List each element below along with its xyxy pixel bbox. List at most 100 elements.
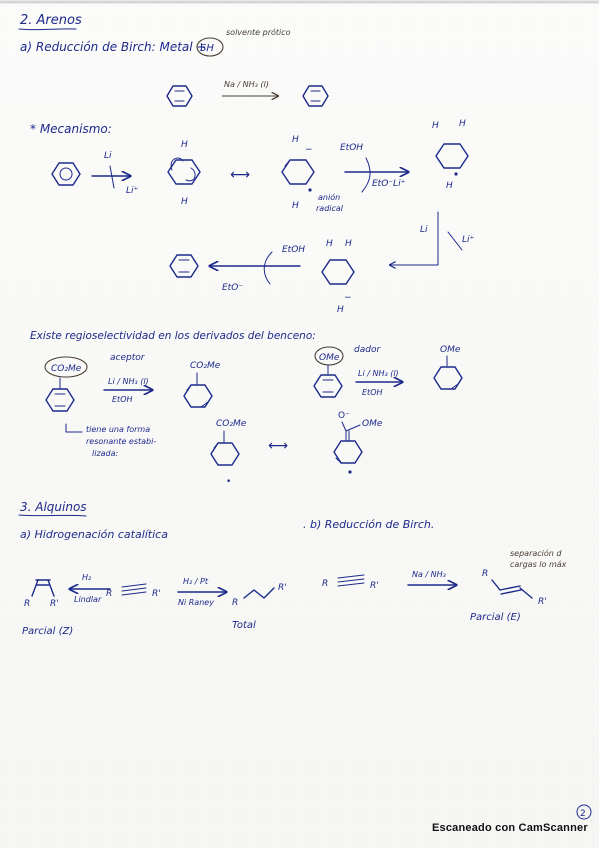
h-top-1: H	[181, 140, 188, 150]
ester-radical-anion: CO₂Me •	[210, 419, 247, 487]
h-top-3a: H	[432, 121, 439, 131]
birch-alkyne: R R'	[322, 574, 379, 591]
radical-anion-note-1: anión	[318, 192, 340, 202]
lindlar-catalyst: Lindlar	[74, 595, 102, 604]
e-r: R	[482, 569, 488, 579]
proton-source-note: solvente prótico	[226, 27, 291, 37]
acceptor-etoh: EtOH	[112, 395, 133, 404]
resonance-note-1: tiene una forma	[86, 425, 150, 434]
heading-arenos: 2. Arenos	[20, 13, 82, 28]
acceptor-group-2: CO₂Me	[190, 361, 221, 371]
acceptor-reactant: CO₂Me	[44, 356, 88, 412]
e-r-prime: R'	[538, 597, 547, 607]
radical-dot-3	[348, 470, 352, 474]
ni-raney: Ni Raney	[178, 598, 214, 607]
birch-alkyne-r: R	[322, 579, 328, 589]
resonance-note-3: lizada:	[92, 449, 119, 458]
donor-etoh: EtOH	[362, 388, 383, 397]
ester-enolate-form: O⁻ OMe	[333, 411, 383, 474]
h-top-4a: H	[326, 239, 333, 249]
mechanism-benzene	[51, 162, 81, 186]
alkane-r: R	[232, 598, 238, 608]
hydrogenation-title: a) Hidrogenación catalítica	[20, 528, 168, 541]
note-hook	[65, 423, 83, 433]
birch-alkyne-title: . b) Reducción de Birch.	[303, 518, 434, 531]
z-alkene: R R'	[24, 579, 59, 609]
etoh-2: EtOH	[282, 245, 305, 255]
etoli-1: EtO⁻Li⁺	[372, 179, 406, 189]
h-bottom-2: H	[292, 201, 299, 211]
e-alkene: R R'	[482, 569, 547, 607]
minus-charge-3: •	[226, 477, 231, 487]
ester-ome: OMe	[362, 419, 383, 429]
acceptor-note: aceptor	[110, 353, 146, 363]
li-plus-2: Li⁺	[462, 235, 475, 245]
eto-minus: EtO⁻	[222, 283, 243, 293]
alkyne-r-prime: R'	[152, 589, 161, 599]
total-label: Total	[232, 620, 256, 631]
page-number-circle	[576, 804, 592, 820]
mechanism-label: * Mecanismo:	[30, 122, 112, 136]
heading-underline	[18, 28, 77, 31]
final-cyclohexadiene	[169, 254, 199, 278]
charge-note-2: cargas lo máx	[510, 560, 567, 569]
proton-source: SH	[200, 43, 214, 54]
radical-anion-intermediate: H H	[167, 140, 201, 207]
mechanism-arrow-1-tick	[109, 165, 115, 189]
acceptor-product: CO₂Me	[183, 361, 221, 408]
radical-anion-note-2: radical	[316, 204, 344, 213]
minus-charge: −	[305, 145, 313, 155]
partial-z-label: Parcial (Z)	[22, 626, 73, 637]
h-bottom-1: H	[181, 197, 188, 207]
anion-radical-structure: H H −	[281, 135, 315, 211]
heading-underline-2	[18, 514, 87, 517]
final-protonation-curl	[263, 251, 273, 285]
donor-group-2: OMe	[440, 345, 461, 355]
resonance-arrow-2: ⟷	[268, 438, 288, 454]
h-bottom-4: H	[337, 305, 344, 315]
alkane-r-prime: R'	[278, 583, 287, 593]
return-arrow	[390, 211, 439, 265]
resonance-arrow-1: ⟷	[230, 167, 250, 183]
partial-e-label: Parcial (E)	[470, 612, 521, 623]
h-top-3b: H	[459, 119, 466, 129]
li-label-2: Li	[420, 225, 428, 235]
cyclohexadienyl-anion: H H H −	[321, 239, 355, 315]
heading-alquinos: 3. Alquinos	[20, 500, 87, 514]
z-r: R	[24, 599, 30, 609]
li-plus-1: Li⁺	[126, 186, 139, 196]
h-top-4b: H	[345, 239, 352, 249]
li-transfer-tick	[447, 231, 463, 251]
acceptor-reagent: Li / NH₃ (l)	[108, 377, 149, 386]
h2-pt: H₂ / Pt	[183, 577, 209, 586]
reagent-na-nh3: Na / NH₃ (l)	[224, 80, 269, 89]
oxide-minus: O⁻	[338, 411, 350, 421]
donor-note: dador	[354, 345, 381, 355]
acceptor-group-3: CO₂Me	[216, 419, 247, 429]
resonance-note-2: resonante estabi-	[86, 437, 156, 446]
h-top-2: H	[292, 135, 299, 145]
alkane-product: R R'	[232, 583, 287, 608]
donor-reactant: OMe	[313, 346, 344, 398]
page-number: 2	[580, 809, 586, 819]
lindlar-h2: H₂	[82, 573, 92, 582]
donor-product: OMe	[433, 345, 463, 390]
charge-note-1: separación d	[510, 548, 562, 558]
sh-circle	[196, 37, 224, 57]
minus-charge-2: −	[344, 293, 352, 303]
z-r-prime: R'	[50, 599, 59, 609]
protonation-arrow-curl	[361, 157, 371, 193]
birch-alkyne-r-prime: R'	[370, 581, 379, 591]
na-nh3-reagent: Na / NH₃	[412, 570, 446, 579]
cyclohexadienyl-radical: H H H	[432, 119, 469, 191]
regio-title: Existe regioselectividad en los derivado…	[30, 330, 316, 342]
donor-reagent: Li / NH₃ (l)	[358, 369, 399, 378]
donor-group-1: OMe	[319, 353, 340, 363]
etoh-1: EtOH	[340, 143, 363, 153]
acceptor-group-1: CO₂Me	[51, 364, 82, 374]
birch-title: a) Reducción de Birch: Metal +	[20, 40, 206, 54]
benzene-reactant	[166, 85, 193, 107]
